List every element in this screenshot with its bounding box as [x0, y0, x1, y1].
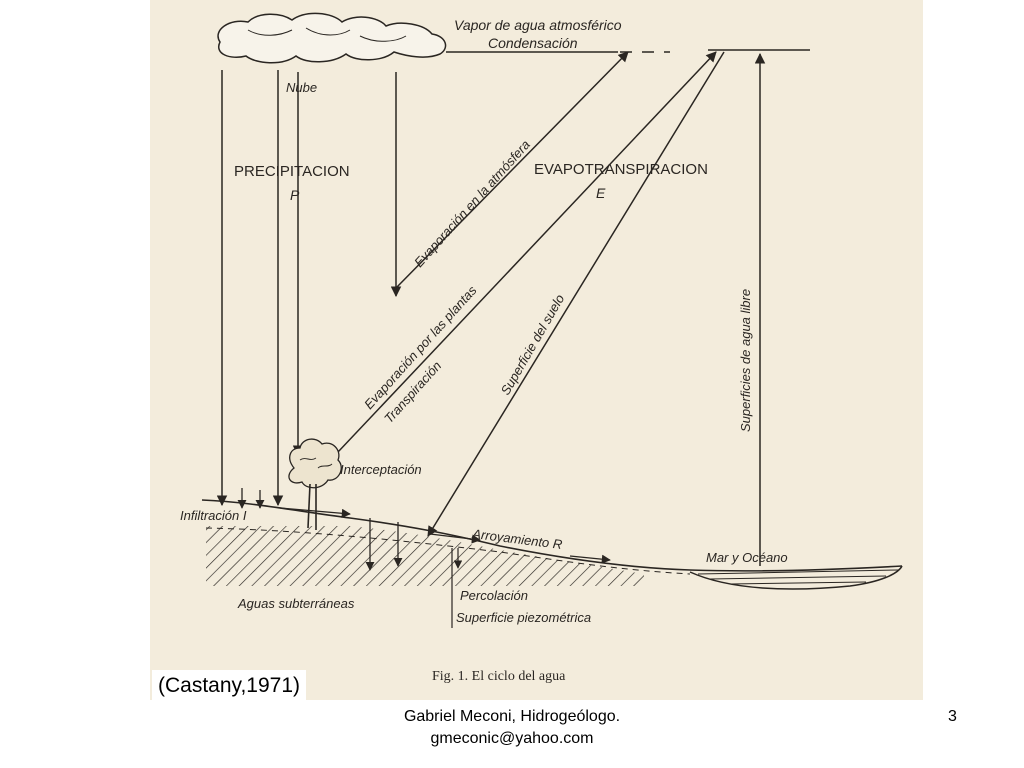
label-aguas-subterraneas: Aguas subterráneas	[237, 596, 355, 611]
label-precipitacion: PRECIPITACION	[234, 163, 350, 180]
tree-icon	[288, 438, 342, 530]
label-p: P	[290, 187, 300, 203]
label-percolacion: Percolación	[460, 588, 528, 603]
label-condensacion: Condensación	[488, 35, 578, 51]
water-cycle-diagram: Vapor de agua atmosférico Condensación N…	[180, 12, 903, 684]
label-evap-atmosfera: Evaporación en la atmósfera	[411, 137, 533, 270]
label-superficie-piezometrica: Superficie piezométrica	[456, 610, 591, 625]
label-mar: Mar y Océano	[706, 550, 788, 565]
label-superficie-agua: Superficies de agua libre	[738, 289, 753, 432]
label-nube: Nube	[286, 80, 317, 95]
slide-footer: Gabriel Meconi, Hidrogeólogo. gmeconic@y…	[312, 706, 712, 750]
water-cycle-figure: Vapor de agua atmosférico Condensación N…	[150, 0, 923, 700]
cloud-shape	[217, 12, 447, 64]
label-infiltracion: Infiltración I	[180, 508, 247, 523]
label-e: E	[596, 185, 606, 201]
ground-surface	[201, 499, 903, 572]
source-citation: (Castany,1971)	[152, 670, 307, 702]
footer-author: Gabriel Meconi, Hidrogeólogo.	[403, 708, 621, 725]
aquifer-hatch	[206, 526, 644, 586]
footer-email: gmeconic@yahoo.com	[430, 730, 594, 747]
page-number: 3	[948, 708, 957, 725]
sea-basin	[689, 565, 903, 590]
label-evapotranspiracion: EVAPOTRANSPIRACION	[534, 161, 708, 178]
label-superficie-suelo: Superficie del suelo	[498, 292, 568, 398]
figure-caption: Fig. 1. El ciclo del agua	[432, 669, 566, 684]
label-interceptacion: Interceptación	[340, 462, 422, 477]
label-vapor: Vapor de agua atmosférico	[454, 17, 622, 33]
